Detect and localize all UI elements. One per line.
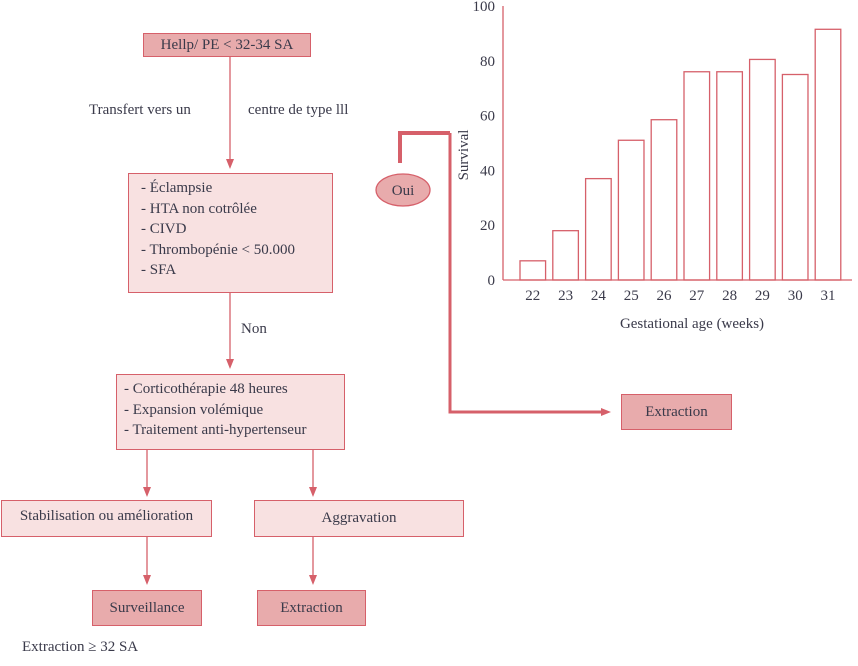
x-tick-label: 26	[656, 288, 672, 304]
transfer-text-right: centre de type lll	[248, 102, 349, 118]
bar-24	[584, 177, 612, 281]
criteria-item: - SFA	[141, 262, 177, 278]
surveillance-box: Surveillance	[92, 590, 202, 626]
criteria-item: - HTA non cotrôlée	[141, 200, 257, 217]
x-tick-label: 30	[788, 288, 803, 304]
no-label: Non	[241, 321, 267, 337]
x-tick-label: 28	[722, 288, 737, 304]
y-tick-label: 20	[480, 218, 495, 234]
x-axis-label: Gestational age (weeks)	[620, 316, 764, 332]
treatment-item: - Expansion volémique	[124, 401, 264, 418]
x-tick-label: 25	[624, 288, 639, 304]
y-tick-label: 40	[480, 163, 495, 179]
bar-26	[650, 119, 678, 281]
bar-25	[617, 139, 645, 281]
criteria-box: - Éclampsie - HTA non cotrôlée - CIVD - …	[128, 173, 333, 293]
x-tick-label: 31	[820, 288, 835, 304]
bar-29	[748, 58, 776, 281]
bar-22	[519, 260, 547, 281]
y-tick-label: 80	[480, 54, 495, 70]
bar-27	[683, 71, 711, 281]
y-tick-label: 0	[488, 273, 496, 289]
extraction-yes-box: Extraction	[621, 394, 732, 430]
x-tick-label: 23	[558, 288, 573, 304]
arrow-yes-to-extraction-top	[398, 131, 450, 163]
extraction-aggravation-box: Extraction	[257, 590, 366, 626]
criteria-item: - Thrombopénie < 50.000	[141, 241, 295, 258]
y-tick-label: 60	[480, 109, 495, 125]
stabilisation-label: Stabilisation ou amélioration	[19, 508, 194, 524]
extraction-label: Extraction	[280, 599, 343, 616]
x-tick-label: 22	[525, 288, 540, 304]
stabilisation-box: Stabilisation ou amélioration	[1, 500, 212, 537]
surveillance-label: Surveillance	[109, 599, 185, 616]
treatment-item: - Corticothérapie 48 heures	[124, 381, 288, 397]
yes-label: Oui	[392, 183, 415, 199]
treatment-box: - Corticothérapie 48 heures - Expansion …	[116, 374, 345, 450]
survival-bar-chart: 0 20 40 60 80 100 22 23 24 25 26 27 28 29 30 31 Surviv…	[456, 0, 852, 332]
extraction-label: Extraction	[645, 403, 708, 420]
aggravation-label: Aggravation	[321, 510, 397, 526]
start-box: Hellp/ PE < 32-34 SA	[143, 33, 311, 57]
footnote: Extraction ≥ 32 SA	[22, 639, 139, 655]
bar-23	[552, 230, 580, 281]
x-tick-label: 29	[755, 288, 770, 304]
criteria-item: - CIVD	[141, 221, 187, 237]
transfer-text-left: Transfert vers un	[89, 102, 191, 118]
start-label: Hellp/ PE < 32-34 SA	[160, 36, 294, 53]
bar-28	[716, 71, 744, 281]
bar-30	[781, 73, 809, 281]
yes-node	[375, 173, 431, 207]
criteria-item: - Éclampsie	[141, 180, 213, 196]
y-axis-label: Survival	[456, 130, 472, 181]
y-tick-label: 100	[473, 0, 496, 15]
x-tick-label: 27	[689, 288, 705, 304]
treatment-item: - Traitement anti-hypertenseur	[124, 422, 307, 438]
x-tick-label: 24	[591, 288, 607, 304]
bar-31	[814, 28, 842, 281]
aggravation-box: Aggravation	[254, 500, 464, 537]
arrow-yes-to-extraction	[448, 133, 611, 416]
